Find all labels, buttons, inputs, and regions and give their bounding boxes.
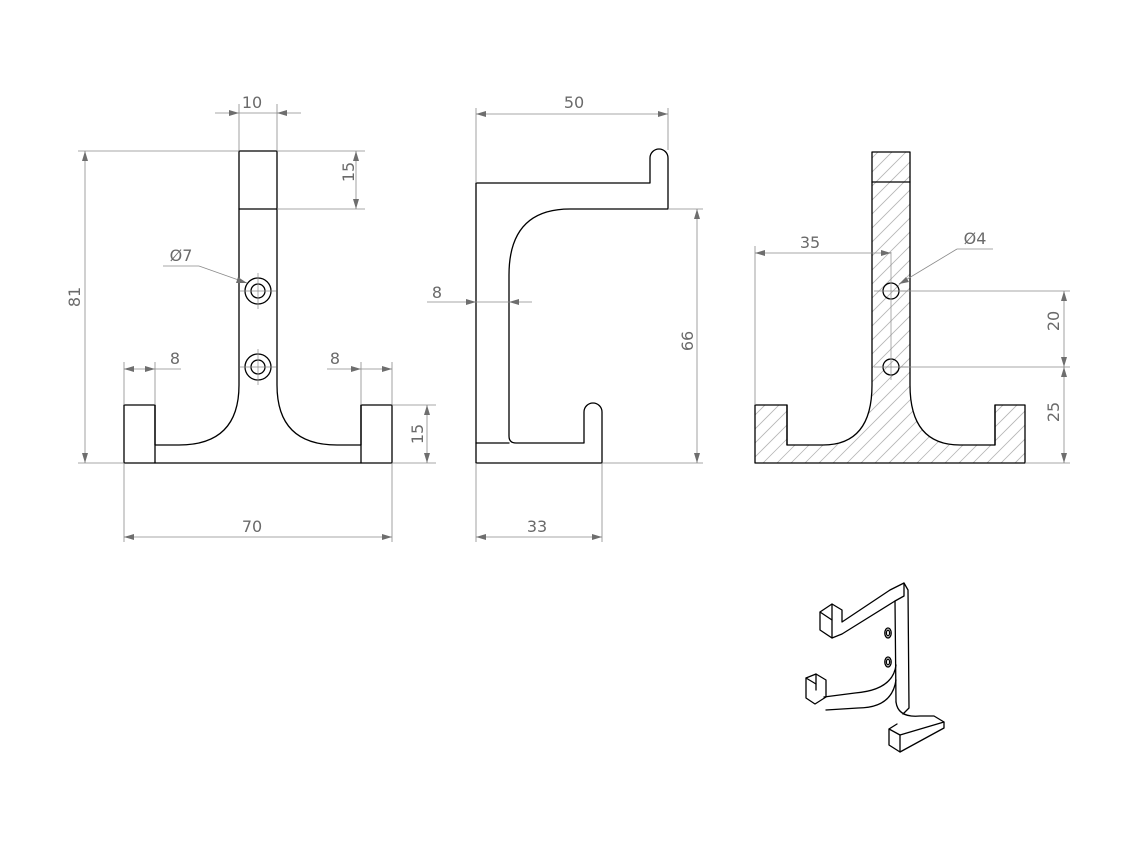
dim-label: 50 (564, 93, 584, 112)
dim-label: 10 (242, 93, 262, 112)
hatch-line (755, 152, 1025, 463)
dim-label: 25 (1044, 402, 1063, 422)
hatch-line (787, 152, 1025, 463)
dim-label: 35 (800, 233, 820, 252)
hatch-line (755, 152, 1025, 463)
hatch-line (755, 152, 1025, 463)
hatch-line (228, 80, 628, 480)
dim-side-thickness: 8 (427, 283, 532, 305)
leader-section-hole-dia: Ø4 (898, 229, 993, 285)
hatch-line (354, 80, 754, 480)
hatch-line (755, 152, 811, 463)
hatch-line (755, 152, 895, 463)
leader-front-hole-dia: Ø7 (163, 246, 248, 284)
hatch-line (755, 152, 769, 463)
hatch-line (1026, 80, 1136, 480)
hatch-line (256, 80, 656, 480)
dim-label: 8 (432, 283, 442, 302)
hatch-line (857, 152, 1025, 463)
hatch-line (755, 152, 797, 463)
dim-section-hole-spacing: 20 (899, 290, 1070, 368)
dim-front-top-width: 10 (215, 93, 301, 151)
dim-label: 8 (170, 349, 180, 368)
hatch-line (759, 152, 1025, 463)
hatch-line (755, 152, 993, 463)
dim-label: 33 (527, 517, 547, 536)
hatch-line (1011, 152, 1025, 463)
side-view-outline (475, 148, 669, 464)
hatch-line (755, 152, 1021, 463)
dim-front-right-lip: 8 (327, 349, 393, 405)
front-view: 10 15 81 Ø7 (65, 93, 436, 542)
hatch-line (1068, 80, 1136, 480)
hatch-line (997, 152, 1025, 463)
dim-side-top-width: 50 (475, 93, 669, 183)
hatch-line (298, 80, 698, 480)
hatch-line (773, 152, 1025, 463)
hatch-line (843, 152, 1025, 463)
hatch-line (755, 152, 909, 463)
dim-side-base-width: 33 (475, 463, 603, 542)
hatch-line (340, 80, 740, 480)
hatch-line (755, 152, 1007, 463)
hatch-line (284, 80, 684, 480)
dim-label: 20 (1044, 311, 1063, 331)
hatch-line (755, 152, 923, 463)
dim-front-left-lip: 8 (123, 349, 181, 405)
dim-label: Ø7 (170, 246, 193, 265)
side-view: 50 8 66 33 (427, 93, 703, 542)
dim-side-hook-height: 66 (602, 208, 703, 464)
hatch-line (801, 152, 1025, 463)
hatch-line (755, 152, 1025, 463)
dim-front-top-height: 15 (277, 150, 365, 210)
dim-label: 15 (339, 162, 358, 182)
dim-label: 15 (408, 424, 427, 444)
dim-front-overall-height: 81 (65, 150, 239, 464)
hatch-line (755, 152, 881, 463)
dim-label: 66 (678, 331, 697, 351)
dim-label: 81 (65, 287, 84, 307)
dim-front-overall-width: 70 (123, 463, 393, 542)
front-hole-lower (240, 349, 276, 385)
hatch-line (755, 152, 1025, 463)
dim-label: 8 (330, 349, 340, 368)
hatch-line (871, 152, 1025, 463)
hatch-line (326, 80, 726, 480)
dim-label: 70 (242, 517, 262, 536)
hatch-line (755, 152, 853, 463)
dim-section-hole-offset: 35 (754, 233, 891, 405)
dim-section-hole-height: 25 (1025, 367, 1070, 464)
hatch-line (755, 152, 1025, 463)
front-hole-upper (240, 273, 276, 309)
hatch-line (829, 152, 1025, 463)
dim-label: Ø4 (964, 229, 987, 248)
hatch-line (927, 152, 1025, 463)
hatch-line (270, 80, 670, 480)
hatch-line (755, 152, 867, 463)
hatch-line (1096, 80, 1136, 480)
hatch-line (941, 152, 1025, 463)
dim-front-base-height: 15 (392, 404, 436, 464)
hatch-line (1082, 80, 1136, 480)
hatch-line (755, 152, 783, 463)
hatch-line (214, 80, 614, 480)
hatch-line (885, 152, 1025, 463)
hatch-line (899, 152, 1025, 463)
hatch-line (312, 80, 712, 480)
hatch-line (1054, 80, 1136, 480)
isometric-hook-icon (805, 582, 945, 753)
hatch-line (815, 152, 1025, 463)
hatch-line (955, 152, 1025, 463)
hatch-line (242, 80, 642, 480)
hatch-line (200, 80, 600, 480)
